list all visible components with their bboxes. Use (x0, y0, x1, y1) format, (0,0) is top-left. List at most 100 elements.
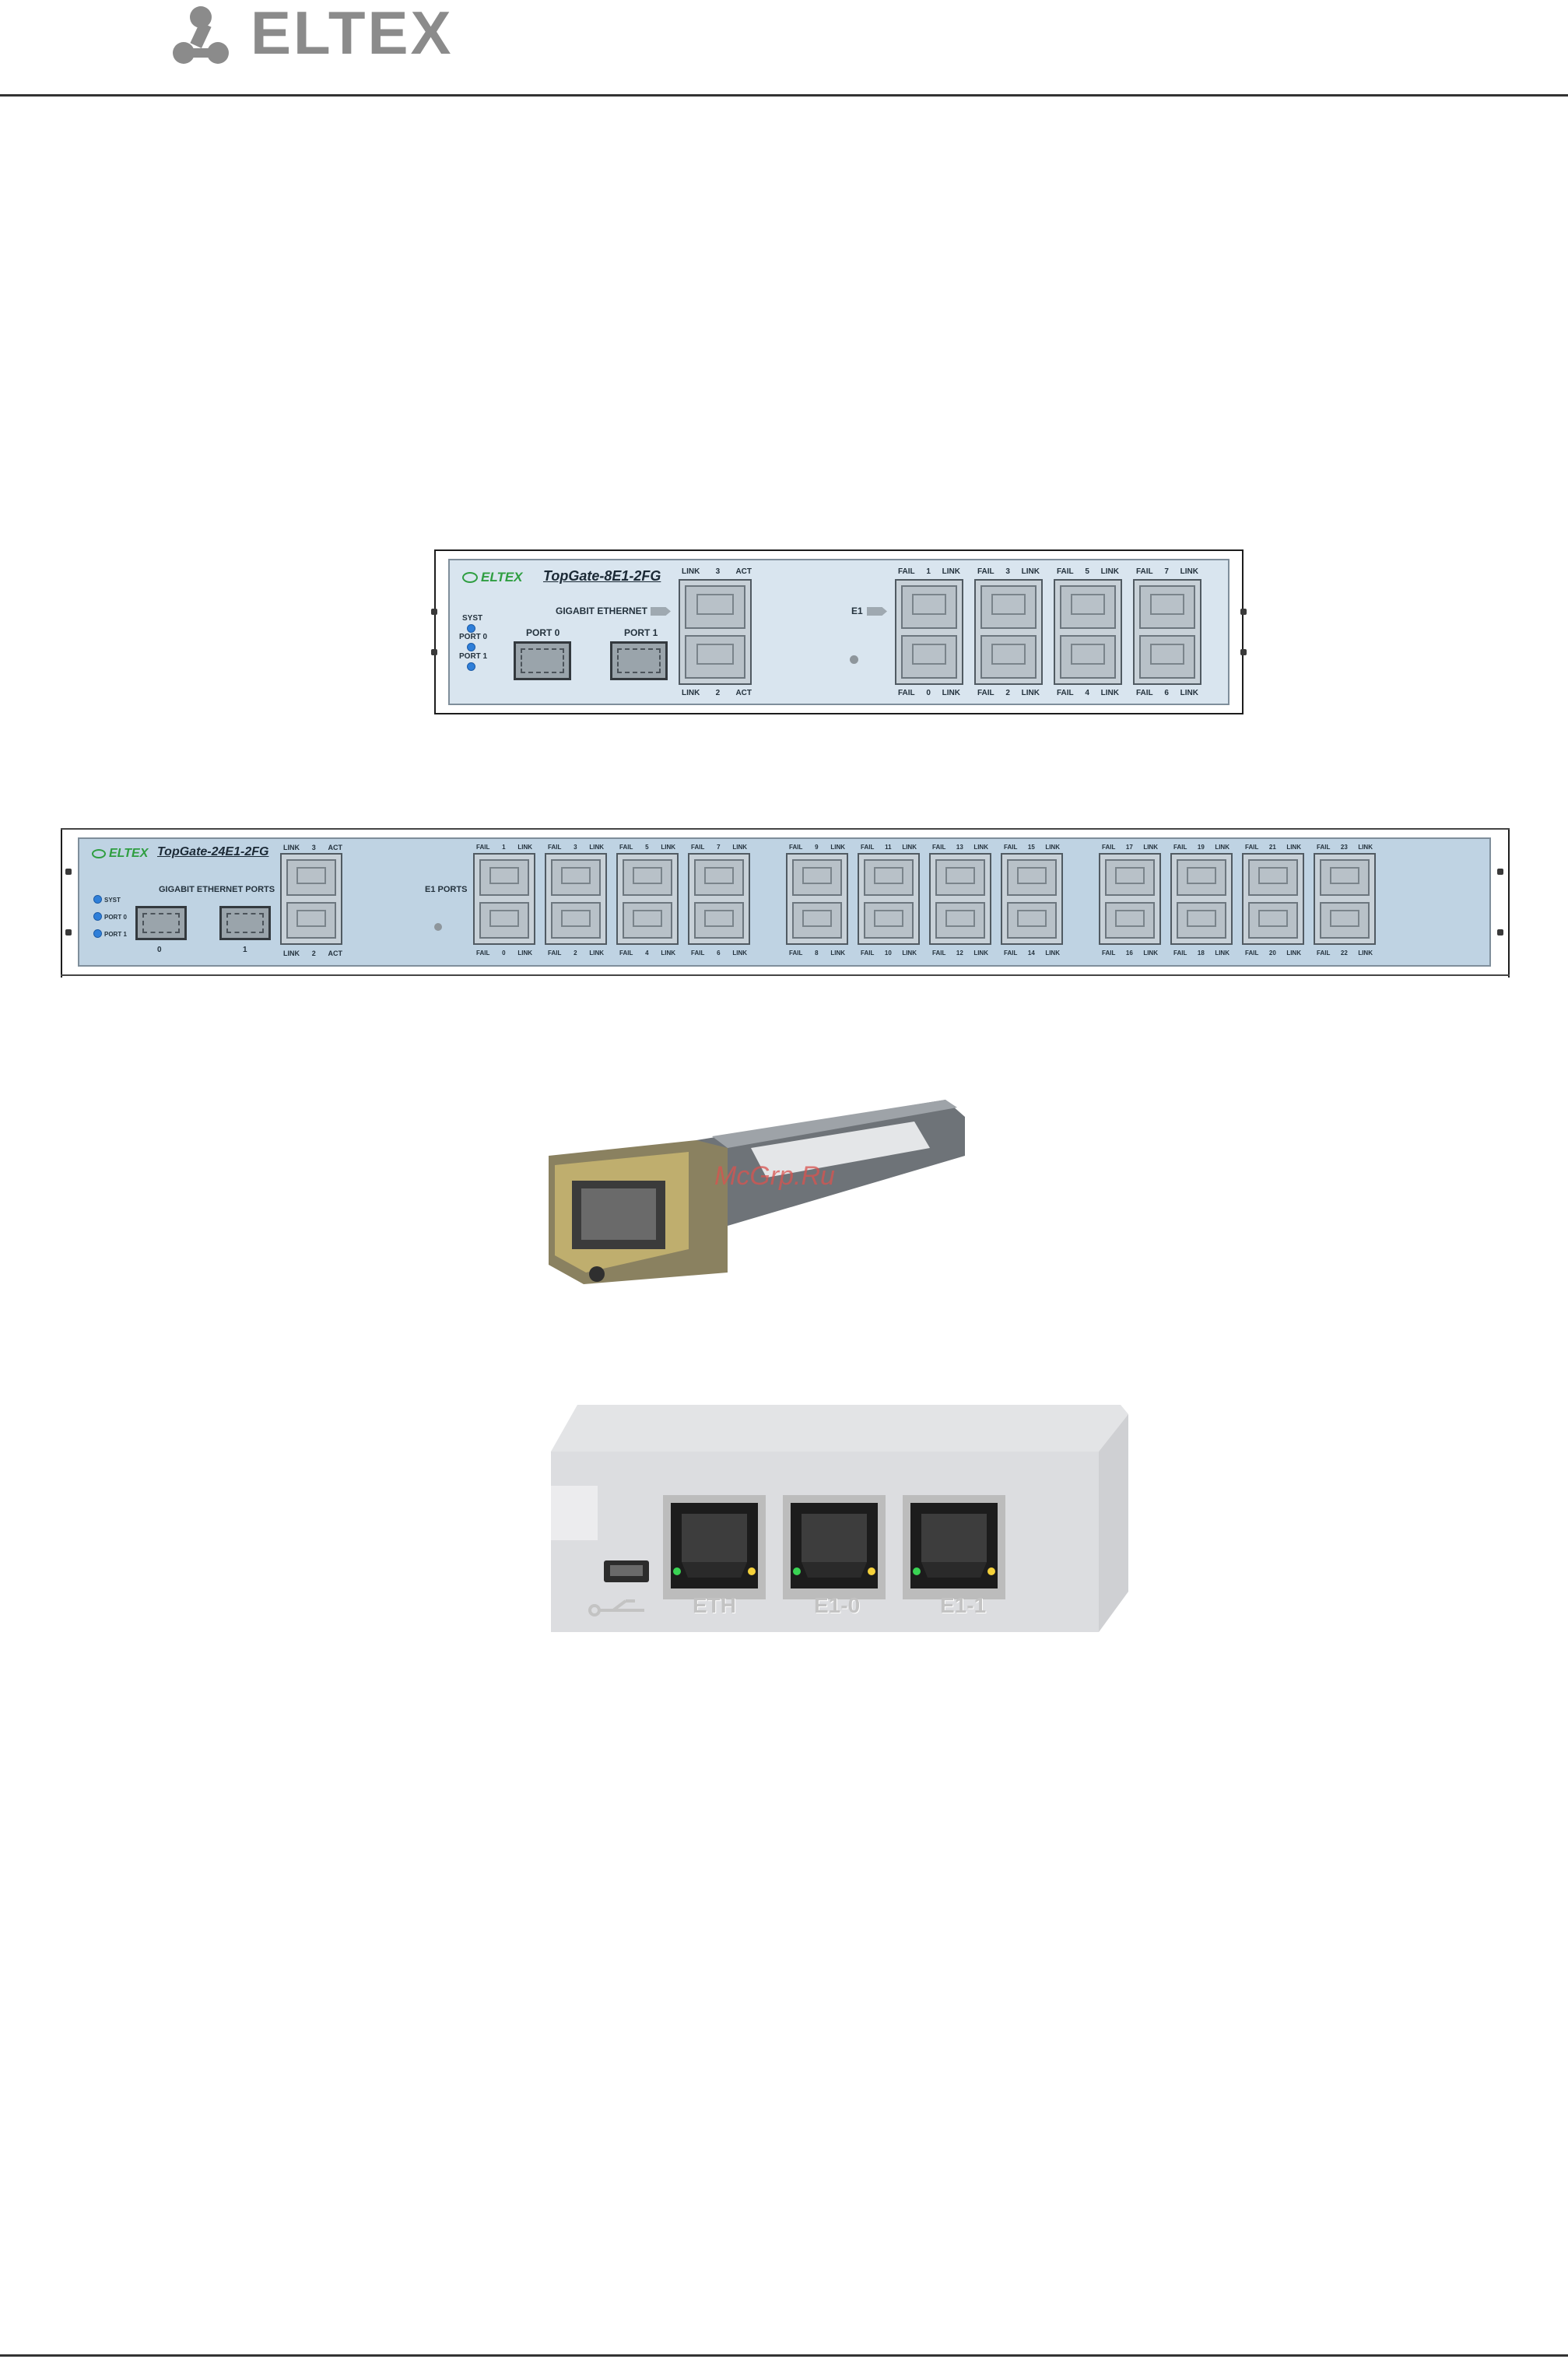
led-label-port1: PORT 1 (104, 931, 127, 938)
topgate-24e1-2fg-panel: ELTEX TopGate-24E1-2FG SYST PORT 0 PORT … (61, 828, 1510, 978)
page-header: ELTEX (0, 0, 1568, 97)
sfp-port-1[interactable] (610, 641, 668, 680)
rj45-e1-jack[interactable] (929, 853, 991, 945)
rj45-e1-jack[interactable] (545, 853, 607, 945)
sfp-port-0[interactable] (135, 906, 187, 940)
led-port1-indicator (467, 662, 475, 671)
topgate-8e1-2fg-panel: ELTEX TopGate-8E1-2FG SYST PORT 0 PORT 1… (431, 549, 1247, 714)
port-label-e1-1: E1-1 (940, 1593, 987, 1617)
eltex-mark-icon (92, 849, 106, 858)
mount-ear (1497, 929, 1503, 936)
led-label-port0: PORT 0 (459, 633, 488, 641)
logo-text: ELTEX (251, 0, 454, 67)
rj45-e1-jack[interactable] (974, 579, 1043, 685)
rj45-e1-jack[interactable] (895, 579, 963, 685)
reset-button[interactable] (850, 655, 858, 664)
mount-ear (431, 649, 437, 655)
watermark-text: McGrp.Ru (714, 1161, 835, 1191)
rj45-e1-jack[interactable] (688, 853, 750, 945)
rj45-ethernet-jack[interactable] (280, 853, 342, 945)
rj45-e1-jack[interactable] (1133, 579, 1201, 685)
rj45-e1-jack[interactable] (1099, 853, 1161, 945)
mount-ear (1240, 649, 1247, 655)
mount-ear (1240, 609, 1247, 615)
rj45-e1-jack[interactable] (473, 853, 535, 945)
reset-button[interactable] (434, 923, 442, 931)
led-syst-indicator (93, 895, 102, 904)
rj45-e1-jack[interactable] (1001, 853, 1063, 945)
panel-brand: ELTEX (92, 847, 148, 861)
panel-model: TopGate-8E1-2FG (543, 568, 661, 584)
sfp-port-1[interactable] (219, 906, 271, 940)
led-label-port1: PORT 1 (459, 652, 488, 661)
led-label-syst: SYST (462, 614, 483, 623)
panel-model: TopGate-24E1-2FG (157, 845, 269, 858)
led-port0-indicator (467, 643, 475, 651)
gateway-box-photo: ETH E1-0 E1-1 (545, 1405, 1136, 1638)
rj45-e1-jack[interactable] (1170, 853, 1233, 945)
led-label-port0: PORT 0 (104, 914, 127, 921)
arrow-right-icon (867, 607, 887, 616)
mount-ear (431, 609, 437, 615)
eltex-mark-icon (462, 572, 478, 583)
mount-ear (65, 869, 72, 875)
led-port1-indicator (93, 929, 102, 938)
rj45-e1-jack[interactable] (1242, 853, 1304, 945)
port-label-eth: ETH (693, 1593, 736, 1617)
rj45-ethernet-jack[interactable] (679, 579, 752, 685)
sfp-port-0-label: 0 (157, 946, 162, 954)
rj45-e1-jack[interactable] (1314, 853, 1376, 945)
port-label-e1-0: E1-0 (814, 1593, 861, 1617)
rj45-e1-jack[interactable] (616, 853, 679, 945)
mount-ear (65, 929, 72, 936)
footer-rule (0, 2354, 1568, 2357)
gigabit-ethernet-label: GIGABIT ETHERNET (556, 606, 648, 616)
port0-label: PORT 0 (526, 627, 560, 638)
rj45-e1-jack[interactable] (1054, 579, 1122, 685)
eltex-logo: ELTEX (173, 0, 461, 70)
gigabit-ethernet-ports-label: GIGABIT ETHERNET PORTS (159, 885, 275, 894)
sfp-port-1-label: 1 (243, 946, 247, 954)
sfp-module-photo: McGrp.Ru (541, 1093, 969, 1296)
e1-ports-label: E1 PORTS (425, 885, 468, 894)
panel-brand: ELTEX (462, 570, 523, 585)
mount-ear (1497, 869, 1503, 875)
rj45-e1-jack[interactable] (786, 853, 848, 945)
rj45-e1-jack[interactable] (858, 853, 920, 945)
sfp-port-0[interactable] (514, 641, 571, 680)
arrow-right-icon (651, 607, 671, 616)
